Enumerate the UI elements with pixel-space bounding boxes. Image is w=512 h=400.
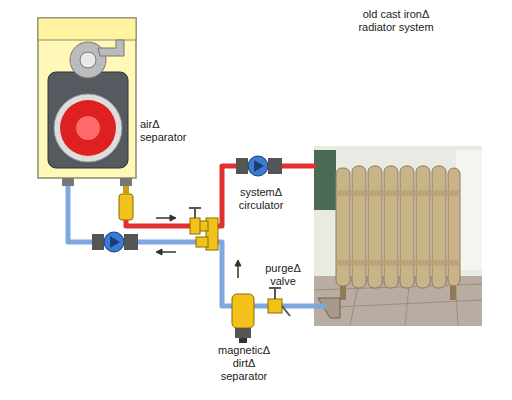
component-label: purgeΔ valve <box>255 262 311 288</box>
system-circulator <box>236 156 282 176</box>
dirt-separator <box>232 294 254 343</box>
radiator-photo <box>314 146 482 326</box>
component-label: old cast ironΔ radiator system <box>350 8 442 34</box>
boiler-circulator <box>92 232 138 252</box>
boiler <box>38 18 136 186</box>
component-label: airΔ separator <box>140 118 202 144</box>
air-separator <box>119 186 133 220</box>
component-label: magneticΔ dirtΔ separator <box>213 344 275 383</box>
flow-arrow <box>156 215 241 278</box>
piping <box>68 166 326 306</box>
component-label: systemΔ circulator <box>228 186 294 212</box>
